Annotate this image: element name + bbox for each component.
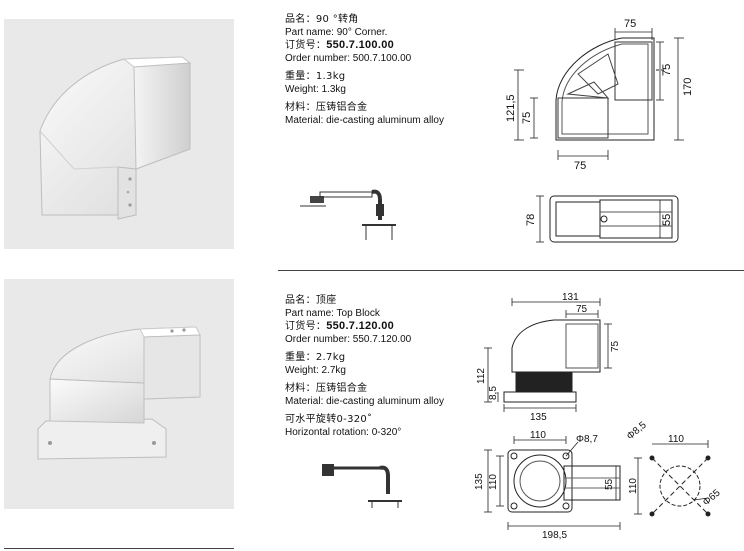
dim-right-height: 75 <box>610 340 621 352</box>
corner-photo-illustration <box>39 56 192 220</box>
weight-en: Weight: 2.7kg <box>285 364 346 376</box>
part-name-cn: 品名：90 °转角 <box>285 14 359 25</box>
dim-plan-top: 110 <box>530 430 546 441</box>
material-cn: 材料：压铸铝合金 <box>285 383 368 394</box>
dim-bolt-circle: Φ65 <box>701 487 723 508</box>
dim-base-width: 135 <box>530 412 547 423</box>
material-en: Material: die-casting aluminum alloy <box>285 395 444 407</box>
material-cn: 材料：压铸铝合金 <box>285 102 368 113</box>
material-en: Material: die-casting aluminum alloy <box>285 114 444 126</box>
dim-bolt-top: 110 <box>668 434 684 445</box>
dim-plan-right: 55 <box>604 478 615 490</box>
product-photo-corner <box>4 19 234 249</box>
section-divider <box>278 270 744 271</box>
order-number-cn: 订货号：550.7.100.00 <box>285 39 395 51</box>
dim-left-inner: 75 <box>521 112 533 124</box>
order-number-cn: 订货号：550.7.120.00 <box>285 320 395 332</box>
part-name-en: Part name: 90° Corner. <box>285 26 388 38</box>
part-name-cn: 品名：顶座 <box>285 295 337 306</box>
dim-side-width: 55 <box>661 214 673 226</box>
dim-plan-left-inner: 110 <box>488 474 499 490</box>
top-block-plan-drawing: 110 Φ8,7 135 110 55 198,5 <box>474 430 621 541</box>
top-block-bolt-pattern-drawing: Φ8,5 110 110 Φ65 <box>625 420 723 517</box>
dim-right-upper: 75 <box>661 64 673 76</box>
dim-top-width: 131 <box>562 292 579 303</box>
rotation-cn: 可水平旋转0-320˚ <box>285 414 373 425</box>
product-photo-top-block <box>4 279 234 509</box>
order-number-en: Order number: 500.7.100.00 <box>285 52 412 64</box>
dim-overall-height: 170 <box>682 78 694 96</box>
part-name-en: Part name: Top Block <box>285 307 380 319</box>
weight-cn: 重量：1.3kg <box>285 71 346 82</box>
weight-cn: 重量：2.7kg <box>285 352 346 363</box>
dim-plan-bottom: 198,5 <box>542 530 567 541</box>
corner-side-drawing: 78 55 <box>525 195 679 243</box>
dim-left-outer: 121,5 <box>505 94 517 122</box>
top-block-photo-illustration <box>37 326 201 460</box>
dim-bottom: 75 <box>574 160 586 172</box>
dim-plan-left-outer: 135 <box>474 473 485 490</box>
product-info-corner: 品名：90 °转角 Part name: 90° Corner. 订货号：550… <box>285 14 444 127</box>
dim-top-inner: 75 <box>576 304 588 315</box>
dim-top: 75 <box>624 18 636 30</box>
top-block-arm-sketch <box>322 464 402 508</box>
order-number-en: Order number: 550.7.120.00 <box>285 333 412 345</box>
rotation-en: Horizontal rotation: 0-320° <box>285 426 402 438</box>
dim-side-height: 78 <box>525 214 537 226</box>
bottom-divider <box>4 548 234 549</box>
corner-front-drawing: 75 75 170 121,5 75 75 <box>505 18 694 172</box>
dim-left-height: 112 <box>476 368 487 384</box>
top-block-elevation-drawing: 131 75 75 112 8,5 135 <box>476 292 621 423</box>
weight-en: Weight: 1.3kg <box>285 83 346 95</box>
product-info-top-block: 品名：顶座 Part name: Top Block 订货号：550.7.120… <box>285 295 444 439</box>
dim-hole: Φ8,7 <box>576 434 598 445</box>
dim-bolt-left: 110 <box>628 478 639 494</box>
corner-arm-sketch <box>300 189 396 240</box>
dim-left-small: 8,5 <box>488 386 499 400</box>
